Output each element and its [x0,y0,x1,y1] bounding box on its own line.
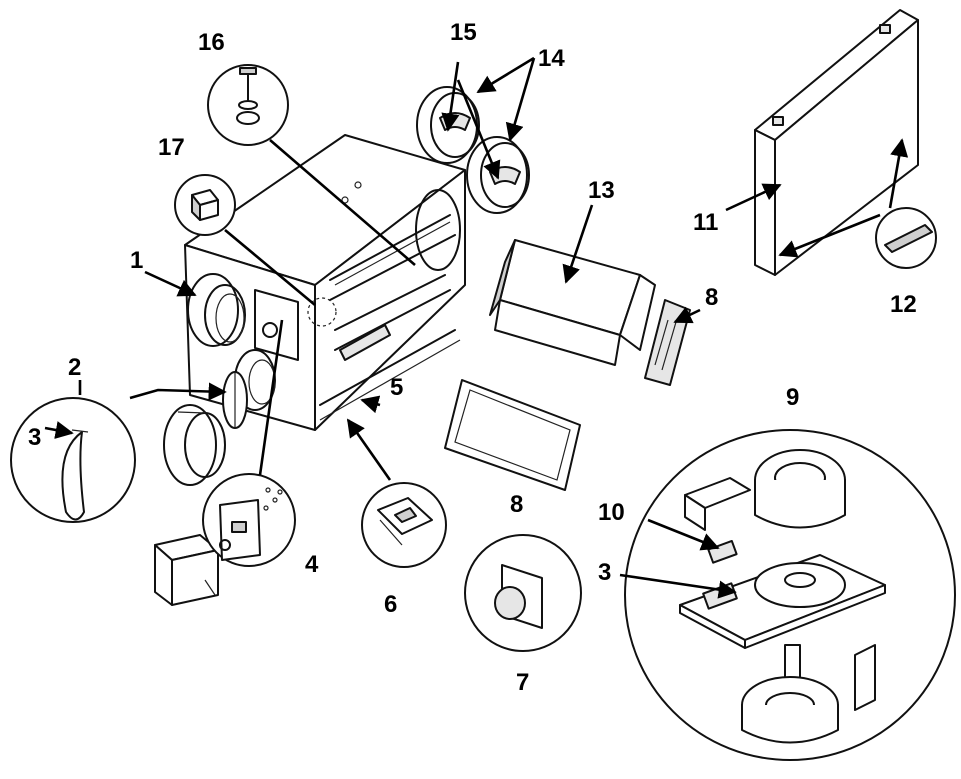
detail-circle-4 [202,473,296,567]
front-port-upper [187,273,246,347]
callout-10: 10 [598,499,625,526]
callout-7: 7 [516,669,529,696]
control-panel-recess [254,289,299,361]
detail-circle-12 [875,207,937,269]
detail-circle-7 [464,534,582,652]
callout-2: 2 [68,354,81,381]
detail-circle-2 [10,397,136,523]
callout-16: 16 [198,29,225,56]
callout-12: 12 [890,291,917,318]
callout-5: 5 [390,374,403,401]
electrical-box [154,534,219,606]
callout-13: 13 [588,177,615,204]
duct-collar [163,404,226,486]
detail-circle-6 [361,482,447,568]
detail-circle-16 [207,64,289,146]
door-panel [754,9,919,276]
heat-recovery-core [489,239,656,366]
damper-disc [222,371,248,429]
detail-circle-9 [624,429,956,761]
callout-6: 6 [384,591,397,618]
callout-17: 17 [158,134,185,161]
callout-8-bottom: 8 [510,491,523,518]
callout-1: 1 [130,247,143,274]
filter-side [644,299,691,386]
callout-3-left: 3 [28,424,41,451]
detail-circle-17 [174,174,236,236]
callout-9: 9 [786,384,799,411]
callout-15: 15 [450,19,477,46]
callout-3-right: 3 [598,559,611,586]
leader-lines [44,56,909,599]
callout-4: 4 [305,551,319,578]
callout-8-top: 8 [705,284,718,311]
callout-11: 11 [693,209,718,236]
callout-14: 14 [538,45,565,72]
filter-lower [444,379,581,491]
